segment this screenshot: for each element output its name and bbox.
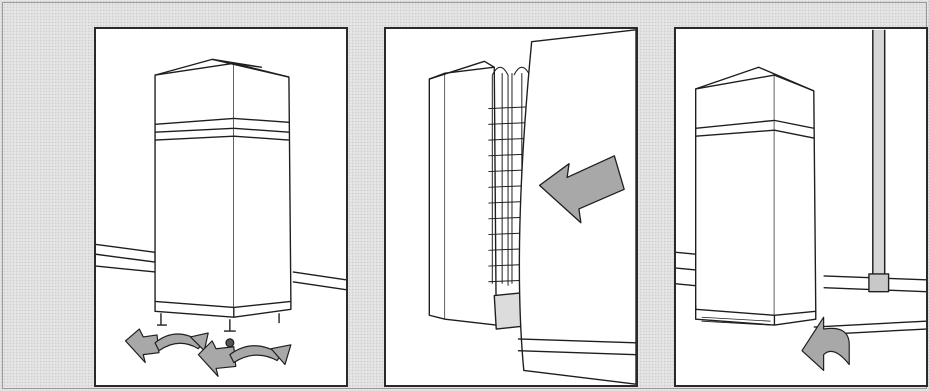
fridge-front [428,72,446,320]
rotate-arrow-right-icon [197,338,292,377]
foot-right [223,319,236,332]
clearance-illustration [428,29,636,385]
baseboard-left [676,251,697,271]
fridge-top [154,58,263,76]
rotate-arrow-left-icon [124,328,209,364]
curved-arrow-icon [801,316,850,371]
fridge-front [694,74,776,316]
panel-wall-spacing [674,27,928,387]
foot-left [157,313,167,326]
freezer-band-front [155,117,234,133]
skirting [517,338,636,356]
floor-line [96,265,156,273]
freezer-band-side [774,119,814,139]
fridge-front [154,62,235,309]
vent-grille [701,316,771,326]
fridge-side [444,66,497,326]
panel-leveling-feet [94,27,348,387]
freezer-band-front [695,119,775,137]
floor-line [676,283,696,287]
freezer-band-side [233,117,289,133]
fridge-side [233,62,292,309]
leveling-illustration [96,58,346,377]
fridge-side [774,74,817,316]
push-arrow-icon [538,155,625,224]
baseboard-right [292,271,346,291]
panel-rear-clearance [384,27,638,387]
spacing-illustration [676,29,926,371]
baseboard-line [96,243,156,263]
